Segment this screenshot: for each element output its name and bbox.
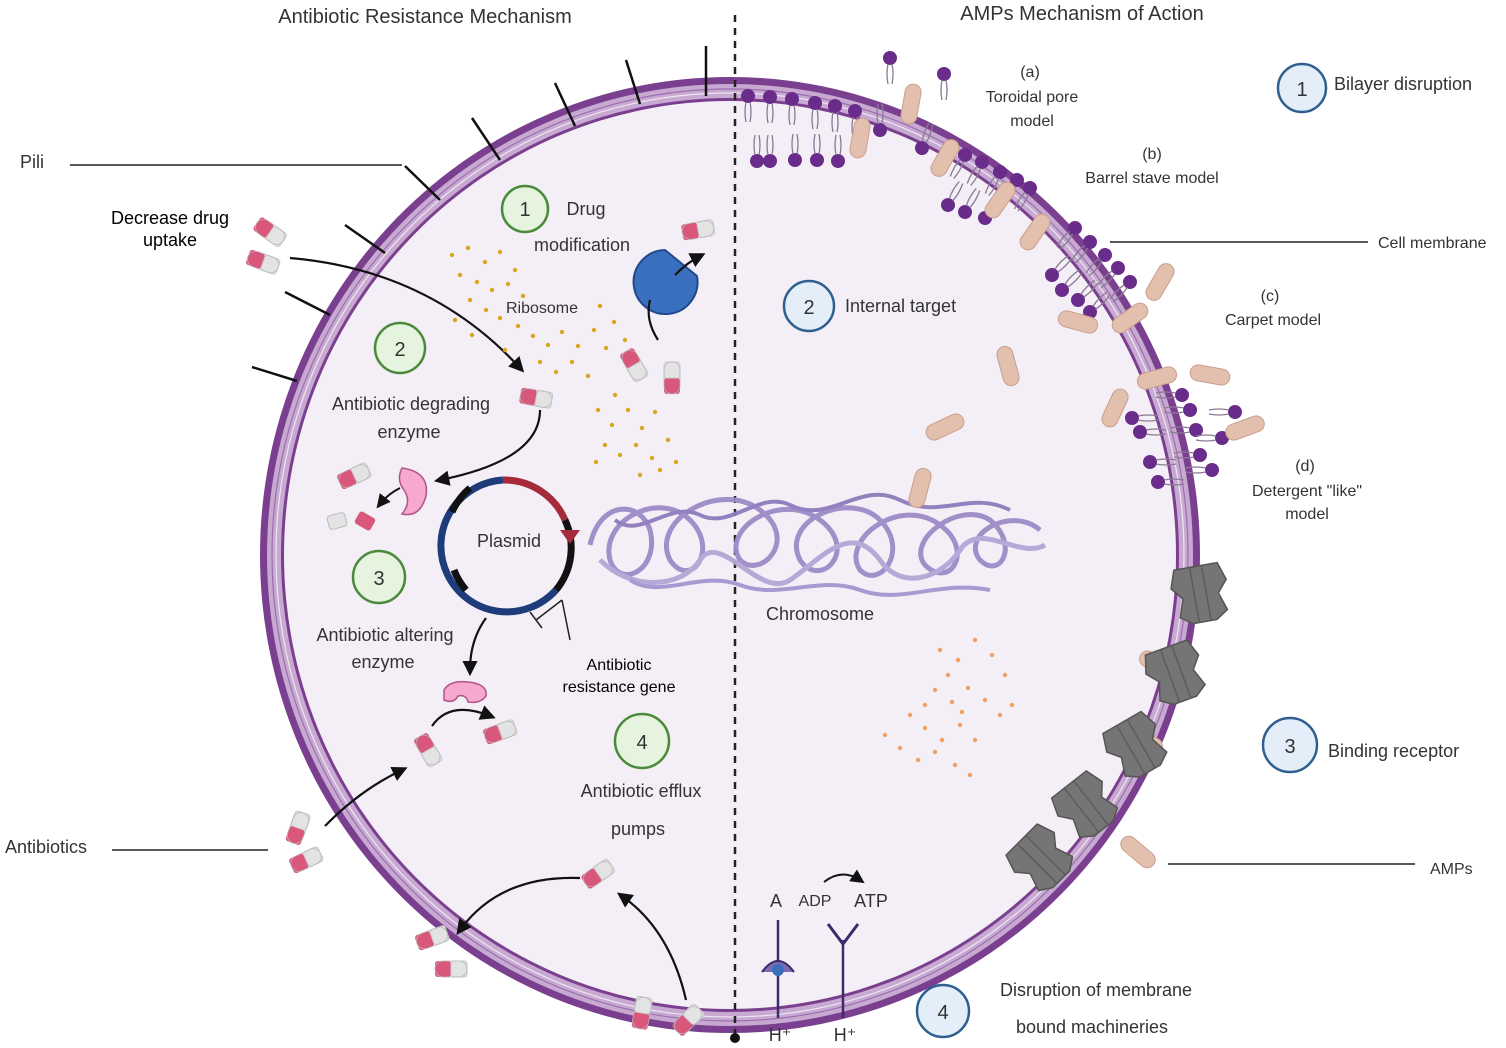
right-step-3-badge: 3	[1261, 716, 1319, 774]
ribosome-dots	[449, 245, 679, 478]
uptake-arrow	[289, 256, 525, 373]
right-step-4-label-1: Disruption of membrane	[1000, 980, 1192, 1000]
left-step-3-number: 3	[373, 568, 384, 590]
pill-antibiotic-2	[287, 845, 325, 875]
plasmid-label: Plasmid	[477, 531, 541, 551]
left-step-2-number: 2	[394, 339, 405, 361]
left-step-2-label-1: Antibiotic degrading	[332, 394, 490, 414]
left-step-4-label-2: pumps	[611, 819, 665, 839]
chromosome	[587, 492, 1047, 597]
model-d-label-1: (d)	[1295, 458, 1315, 475]
right-step-3-label: Binding receptor	[1328, 741, 1459, 761]
atp-label: ATP	[854, 891, 888, 911]
degrading-arrow	[433, 409, 542, 486]
pill-ribosome-2	[663, 361, 681, 395]
left-step-4-label-1: Antibiotic efflux	[581, 781, 702, 801]
efflux-arrow-out	[456, 876, 581, 935]
left-title: Antibiotic Resistance Mechanism	[278, 6, 571, 28]
altering-arrow	[431, 705, 496, 727]
right-step-2-label: Internal target	[845, 296, 956, 316]
model-a-label-3: model	[1010, 113, 1054, 130]
pili-label: Pili	[20, 152, 44, 172]
ribosome-label: Ribosome	[506, 300, 578, 317]
resistance-gene-label-1: Antibiotic	[587, 657, 652, 674]
right-step-4-label-2: bound machineries	[1016, 1017, 1168, 1037]
pill-efflux-out-2	[434, 960, 468, 978]
decrease-uptake-label-2: uptake	[143, 230, 197, 250]
pill-antibiotic-1	[284, 809, 312, 847]
right-step-3-number: 3	[1284, 736, 1295, 758]
divider-end-dot	[730, 1033, 740, 1043]
drug-modifying-enzyme	[632, 248, 699, 315]
enzyme-out-arrow	[674, 253, 706, 276]
altering-enzyme	[443, 680, 487, 704]
proton-label-1: H⁺	[769, 1025, 792, 1045]
adp-label: ADP	[799, 893, 832, 910]
proton-channel-b	[826, 923, 860, 1018]
model-b-label-2: Barrel stave model	[1085, 170, 1218, 187]
model-d-label-3: model	[1285, 506, 1329, 523]
resistance-gene-marker	[529, 599, 571, 641]
antibiotic-entry-arrow	[324, 767, 408, 827]
model-d-label-2: Detergent "like"	[1252, 483, 1362, 500]
adp-atp-arrow	[823, 869, 865, 884]
right-step-1-badge: 1	[1276, 62, 1328, 114]
bacterial-cell	[260, 77, 1200, 1033]
right-step-2-number: 2	[803, 297, 814, 319]
left-step-3-label-2: enzyme	[351, 652, 414, 672]
model-c-label-2: Carpet model	[1225, 312, 1321, 329]
model-a-label-2: Toroidal pore	[986, 89, 1079, 106]
plasmid-to-enzyme-arrow	[462, 617, 487, 677]
model-b-label-1: (b)	[1142, 146, 1162, 163]
amps-label: AMPs	[1430, 861, 1473, 878]
right-step-1-label: Bilayer disruption	[1334, 74, 1472, 94]
chromosome-label: Chromosome	[766, 604, 874, 624]
right-step-2-badge: 2	[782, 279, 836, 333]
resistance-gene-label-2: resistance gene	[563, 679, 676, 696]
proton-channel-a	[761, 920, 795, 1018]
right-step-1-number: 1	[1296, 79, 1307, 101]
pill-fragment-1	[326, 512, 348, 530]
enzyme-loop-arrow	[647, 299, 659, 341]
pill-efflux-out-1	[413, 924, 451, 952]
plasmid	[437, 476, 580, 616]
proton-label-2: H⁺	[834, 1025, 857, 1045]
internal-target-dots	[882, 637, 1015, 778]
atp-synthase-a-label: A	[770, 891, 782, 911]
antibiotics-label: Antibiotics	[5, 837, 87, 857]
decrease-uptake-label-1: Decrease drug	[111, 208, 229, 228]
right-title: AMPs Mechanism of Action	[960, 3, 1203, 25]
degrading-enzyme	[398, 467, 428, 516]
left-step-1-label-2: modification	[534, 235, 630, 255]
left-step-2-label-2: enzyme	[377, 422, 440, 442]
model-c-label-1: (c)	[1261, 288, 1280, 305]
cell-membrane-label: Cell membrane	[1378, 235, 1487, 252]
efflux-arrow-in	[616, 892, 688, 1001]
pili-spikes	[251, 46, 708, 383]
pill-uptake-2	[244, 248, 282, 276]
model-a-label-1: (a)	[1020, 64, 1040, 81]
right-step-4-badge: 4	[915, 983, 971, 1039]
left-step-1-badge: 1	[500, 184, 550, 234]
left-step-3-label-1: Antibiotic altering	[316, 625, 453, 645]
left-step-1-number: 1	[519, 199, 530, 221]
pill-uptake-1	[251, 215, 289, 249]
pill-fragment-2	[354, 511, 376, 531]
degraded-arrow	[376, 487, 401, 509]
left-step-4-badge: 4	[613, 712, 671, 770]
left-step-4-number: 4	[636, 732, 647, 754]
left-step-2-badge: 2	[373, 321, 427, 375]
left-step-3-badge: 3	[351, 549, 407, 605]
left-step-1-label-1: Drug	[566, 199, 605, 219]
right-step-4-number: 4	[937, 1002, 948, 1024]
